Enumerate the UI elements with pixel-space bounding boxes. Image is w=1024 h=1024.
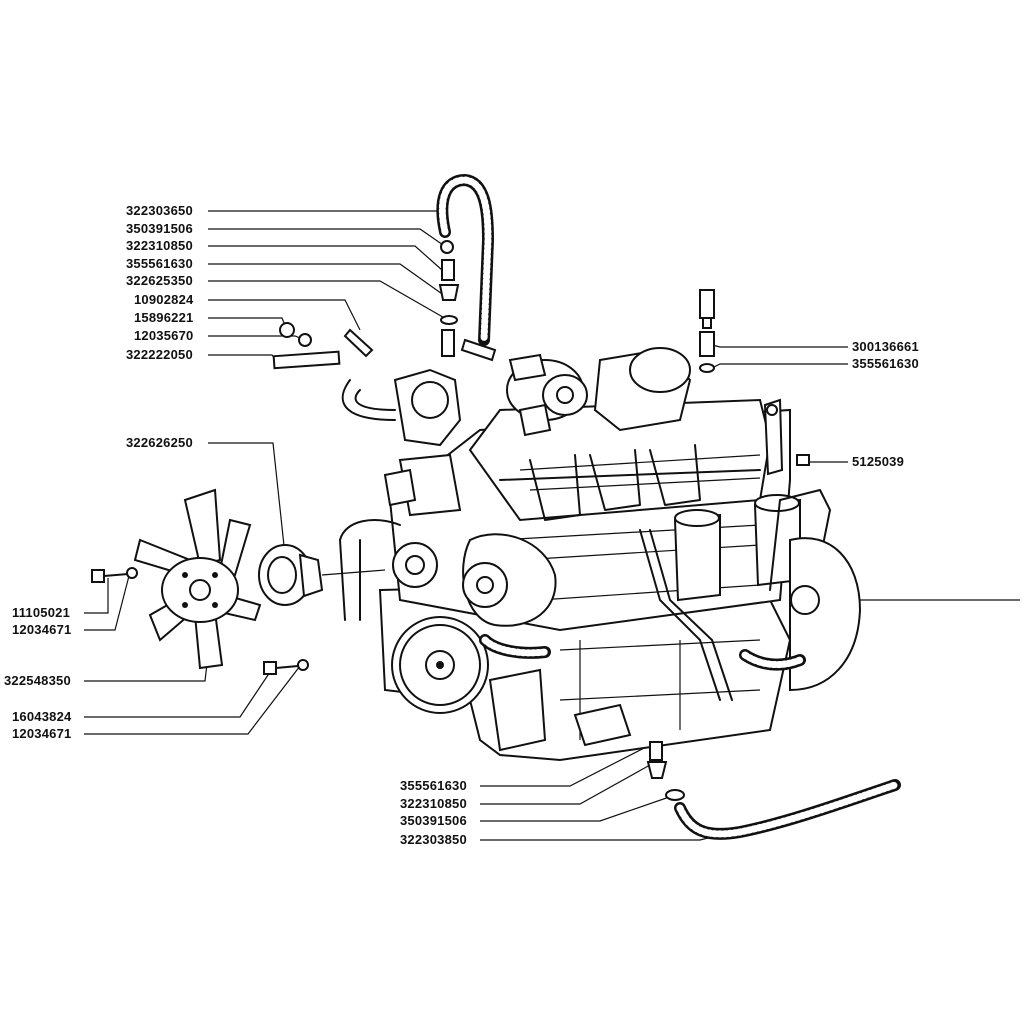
alternator xyxy=(462,533,557,627)
part-label: 322626250 xyxy=(126,435,193,450)
fan-bolts xyxy=(91,567,309,675)
part-label: 322548350 xyxy=(4,673,71,688)
part-label: 16043824 xyxy=(12,709,72,724)
part-label: 350391506 xyxy=(400,813,467,828)
part-label: 5125039 xyxy=(852,454,905,469)
part-label: 15896221 xyxy=(134,310,194,325)
fan-spacer xyxy=(258,544,386,606)
part-label: 350391506 xyxy=(126,221,193,236)
bottom-drain-hose xyxy=(646,741,901,840)
crankshaft-pulley xyxy=(391,616,489,714)
water-pump-pulley xyxy=(392,542,438,588)
part-label: 11105021 xyxy=(12,605,71,620)
part-label: 322303850 xyxy=(400,832,467,847)
part-label: 322222050 xyxy=(126,347,193,362)
top-fittings xyxy=(272,240,497,370)
part-label: 322310850 xyxy=(126,238,193,253)
cooling-fan xyxy=(133,488,262,670)
turbocharger xyxy=(506,347,692,437)
rear-coolant-pipes xyxy=(339,489,831,701)
thermostat-housing xyxy=(341,368,462,517)
part-label: 12034671 xyxy=(12,726,72,741)
part-label: 355561630 xyxy=(400,778,467,793)
part-label: 322625350 xyxy=(126,273,193,288)
part-label: 300136661 xyxy=(852,339,919,354)
lifting-eye xyxy=(763,398,784,476)
right-sender xyxy=(699,289,810,466)
part-label: 355561630 xyxy=(126,256,193,271)
top-coolant-hose xyxy=(436,173,495,346)
part-label: 10902824 xyxy=(134,292,194,307)
flywheel-housing xyxy=(789,537,862,692)
oil-filters xyxy=(673,494,801,602)
lower-hoses xyxy=(479,634,806,671)
part-label: 322303650 xyxy=(126,203,193,218)
part-label: 12035670 xyxy=(134,328,194,343)
part-label: 355561630 xyxy=(852,356,919,371)
part-label: 322310850 xyxy=(400,796,467,811)
part-label: 12034671 xyxy=(12,622,72,637)
